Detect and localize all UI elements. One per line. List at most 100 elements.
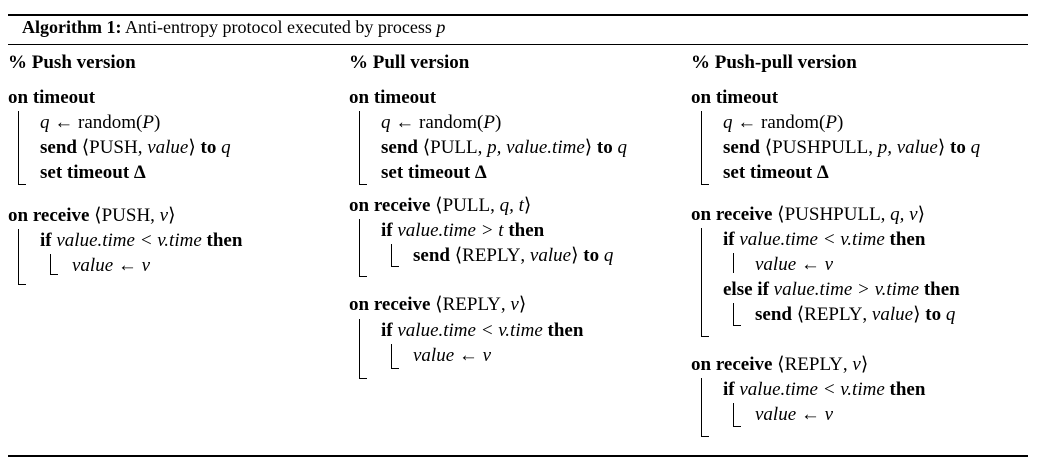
- pull-receive1-head: on receive ⟨PULL, q, t⟩: [349, 195, 532, 216]
- pushpull-receive1-if: if value.time < v.time then: [723, 228, 925, 252]
- var-q: q: [723, 112, 733, 133]
- pull-heading: % Pull version: [349, 52, 470, 73]
- push-receive-head: on receive ⟨PUSH, v⟩: [8, 205, 176, 226]
- arg-P: P: [483, 112, 495, 133]
- assign-arrow: ←: [395, 112, 415, 133]
- top-rule: [8, 14, 1028, 16]
- kw-then: then: [889, 229, 926, 250]
- kw-if: if: [381, 220, 393, 241]
- kw-send: send: [40, 137, 77, 158]
- pushpull-assign: value ← v: [755, 254, 834, 275]
- fn-random: random: [761, 112, 820, 133]
- kw-then: then: [206, 230, 243, 251]
- pull-timeout-tick: [359, 184, 367, 185]
- dest-q: q: [603, 245, 614, 266]
- pushpull-heading: % Push-pull version: [691, 52, 857, 73]
- caption-label: Algorithm 1:: [22, 17, 122, 37]
- arg-value: value: [147, 137, 189, 158]
- pushpull-if-bar: [733, 253, 734, 273]
- assign-arrow: ←: [737, 112, 757, 133]
- kw-send: send: [413, 245, 450, 266]
- pull-timeout-line1: q ← random(P): [381, 112, 502, 133]
- push-timeout-line3: set timeout Δ: [40, 162, 146, 183]
- cond: value.time > v.time: [773, 279, 920, 300]
- pushpull-elseif-bar: [733, 303, 734, 325]
- pushpull-timeout-line3: set timeout Δ: [723, 162, 829, 183]
- pull-receive2-head: on receive ⟨REPLY, v⟩: [349, 294, 527, 315]
- assign-arrow: ←: [54, 112, 74, 133]
- fn-random: random: [78, 112, 137, 133]
- msg-pushpull: PUSHPULL: [784, 204, 881, 225]
- pull-timeout-head: on timeout: [349, 87, 437, 108]
- pull-receive2-bar: [359, 319, 360, 378]
- push-assign: value ← v: [72, 255, 151, 276]
- pushpull-timeout-tick: [701, 184, 709, 185]
- pushpull-timeout-line2: send ⟨PUSHPULL, p, value⟩ to q: [723, 137, 981, 158]
- kw-send: send: [723, 137, 760, 158]
- caption-var: p: [436, 17, 446, 37]
- cond: value.time < v.time: [397, 320, 543, 341]
- pull-receive2-tick: [359, 378, 367, 379]
- pull-send-reply: send ⟨REPLY, value⟩ to q: [413, 245, 614, 266]
- arg-v: v: [159, 205, 169, 226]
- kw-to: to: [950, 137, 966, 158]
- kw-then: then: [547, 320, 584, 341]
- push-receive-bar: [18, 229, 19, 284]
- kw-if: if: [723, 229, 735, 250]
- pushpull-timeout-bar: [701, 111, 702, 184]
- kw-on-receive: on receive: [349, 294, 431, 315]
- bottom-rule: [8, 455, 1028, 457]
- kw-to: to: [596, 137, 613, 158]
- msg-pull: PULL: [442, 195, 491, 216]
- args: p, value.time: [487, 137, 585, 158]
- pull-receive1-if: if value.time > t then: [381, 219, 544, 243]
- msg-reply: REPLY: [442, 294, 501, 315]
- pushpull-receive2-head: on receive ⟨REPLY, v⟩: [691, 354, 869, 375]
- pushpull-elseif-tick: [733, 325, 741, 326]
- push-if-bar: [50, 254, 51, 274]
- args: q, v: [890, 204, 918, 225]
- pushpull-receive2-tick: [701, 436, 709, 437]
- pull-timeout-bar: [359, 111, 360, 184]
- args: q, t: [499, 195, 524, 216]
- push-if-tick: [50, 274, 58, 275]
- cond: value.time < v.time: [739, 229, 885, 250]
- pushpull-timeout-head: on timeout: [691, 87, 779, 108]
- kw-on-receive: on receive: [8, 205, 90, 226]
- kw-then: then: [889, 379, 926, 400]
- arg-P: P: [142, 112, 154, 133]
- dest-q: q: [221, 137, 231, 158]
- kw-on-receive: on receive: [691, 354, 773, 375]
- kw-on-receive: on receive: [349, 195, 431, 216]
- kw-to: to: [925, 304, 942, 325]
- kw-send: send: [755, 304, 792, 325]
- pushpull-elseif: else if value.time > v.time then: [723, 278, 960, 302]
- pushpull-receive1-bar: [701, 228, 702, 336]
- kw-else-if: else if: [723, 279, 769, 300]
- kw-to: to: [200, 137, 217, 158]
- arg-v: v: [510, 294, 519, 315]
- msg-reply: REPLY: [784, 354, 843, 375]
- push-timeout-bar: [18, 111, 19, 184]
- pull-if2-tick: [391, 368, 399, 369]
- msg-pushpull: PUSHPULL: [772, 137, 869, 158]
- pull-if2-bar: [391, 344, 392, 368]
- pull-if-bar: [391, 244, 392, 266]
- dest-q: q: [970, 137, 981, 158]
- push-receive-if: if value.time < v.time then: [40, 229, 242, 253]
- push-timeout-head: on timeout: [8, 87, 96, 108]
- pushpull-receive2-bar: [701, 378, 702, 436]
- pushpull-send-reply: send ⟨REPLY, value⟩ to q: [755, 304, 956, 325]
- arg-P: P: [825, 112, 837, 133]
- dest-q: q: [945, 304, 956, 325]
- algorithm-caption: Algorithm 1: Anti-entropy protocol execu…: [22, 17, 445, 38]
- pushpull-receive1-tick: [701, 336, 709, 337]
- cond: value.time < v.time: [739, 379, 885, 400]
- kw-to: to: [583, 245, 600, 266]
- var-q: q: [40, 112, 50, 133]
- kw-then: then: [508, 220, 545, 241]
- msg-push: PUSH: [101, 205, 151, 226]
- pushpull-timeout-line1: q ← random(P): [723, 112, 844, 133]
- msg-reply: REPLY: [462, 245, 521, 266]
- push-timeout-line2: send ⟨PUSH, value⟩ to q: [40, 137, 231, 158]
